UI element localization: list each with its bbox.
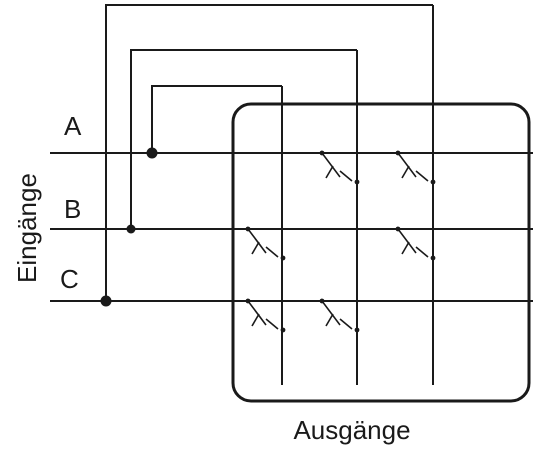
feedback-wire-b xyxy=(130,49,357,229)
input-label-c: C xyxy=(60,264,79,294)
switch-matrix-frame xyxy=(231,102,531,403)
junction-dot-a xyxy=(146,147,158,159)
crosspoint-switch-b3 xyxy=(395,226,436,261)
feedback-wire-a xyxy=(151,85,282,153)
crosspoint-switch-a3 xyxy=(395,150,436,185)
crosspoint-switch-a2 xyxy=(319,150,360,185)
crosspoint-switch-b1 xyxy=(245,226,286,261)
outputs-title: Ausgänge xyxy=(293,415,410,445)
junction-dot-b xyxy=(126,224,136,234)
junction-dot-c xyxy=(100,295,112,307)
crosspoint-switch-c1 xyxy=(245,298,286,333)
inputs-title: Eingänge xyxy=(12,173,42,283)
input-label-b: B xyxy=(64,194,81,224)
crosspoint-switch-c2 xyxy=(319,298,360,333)
switch-group xyxy=(245,150,436,333)
input-label-a: A xyxy=(64,111,82,141)
feedback-wire-c xyxy=(105,4,433,301)
